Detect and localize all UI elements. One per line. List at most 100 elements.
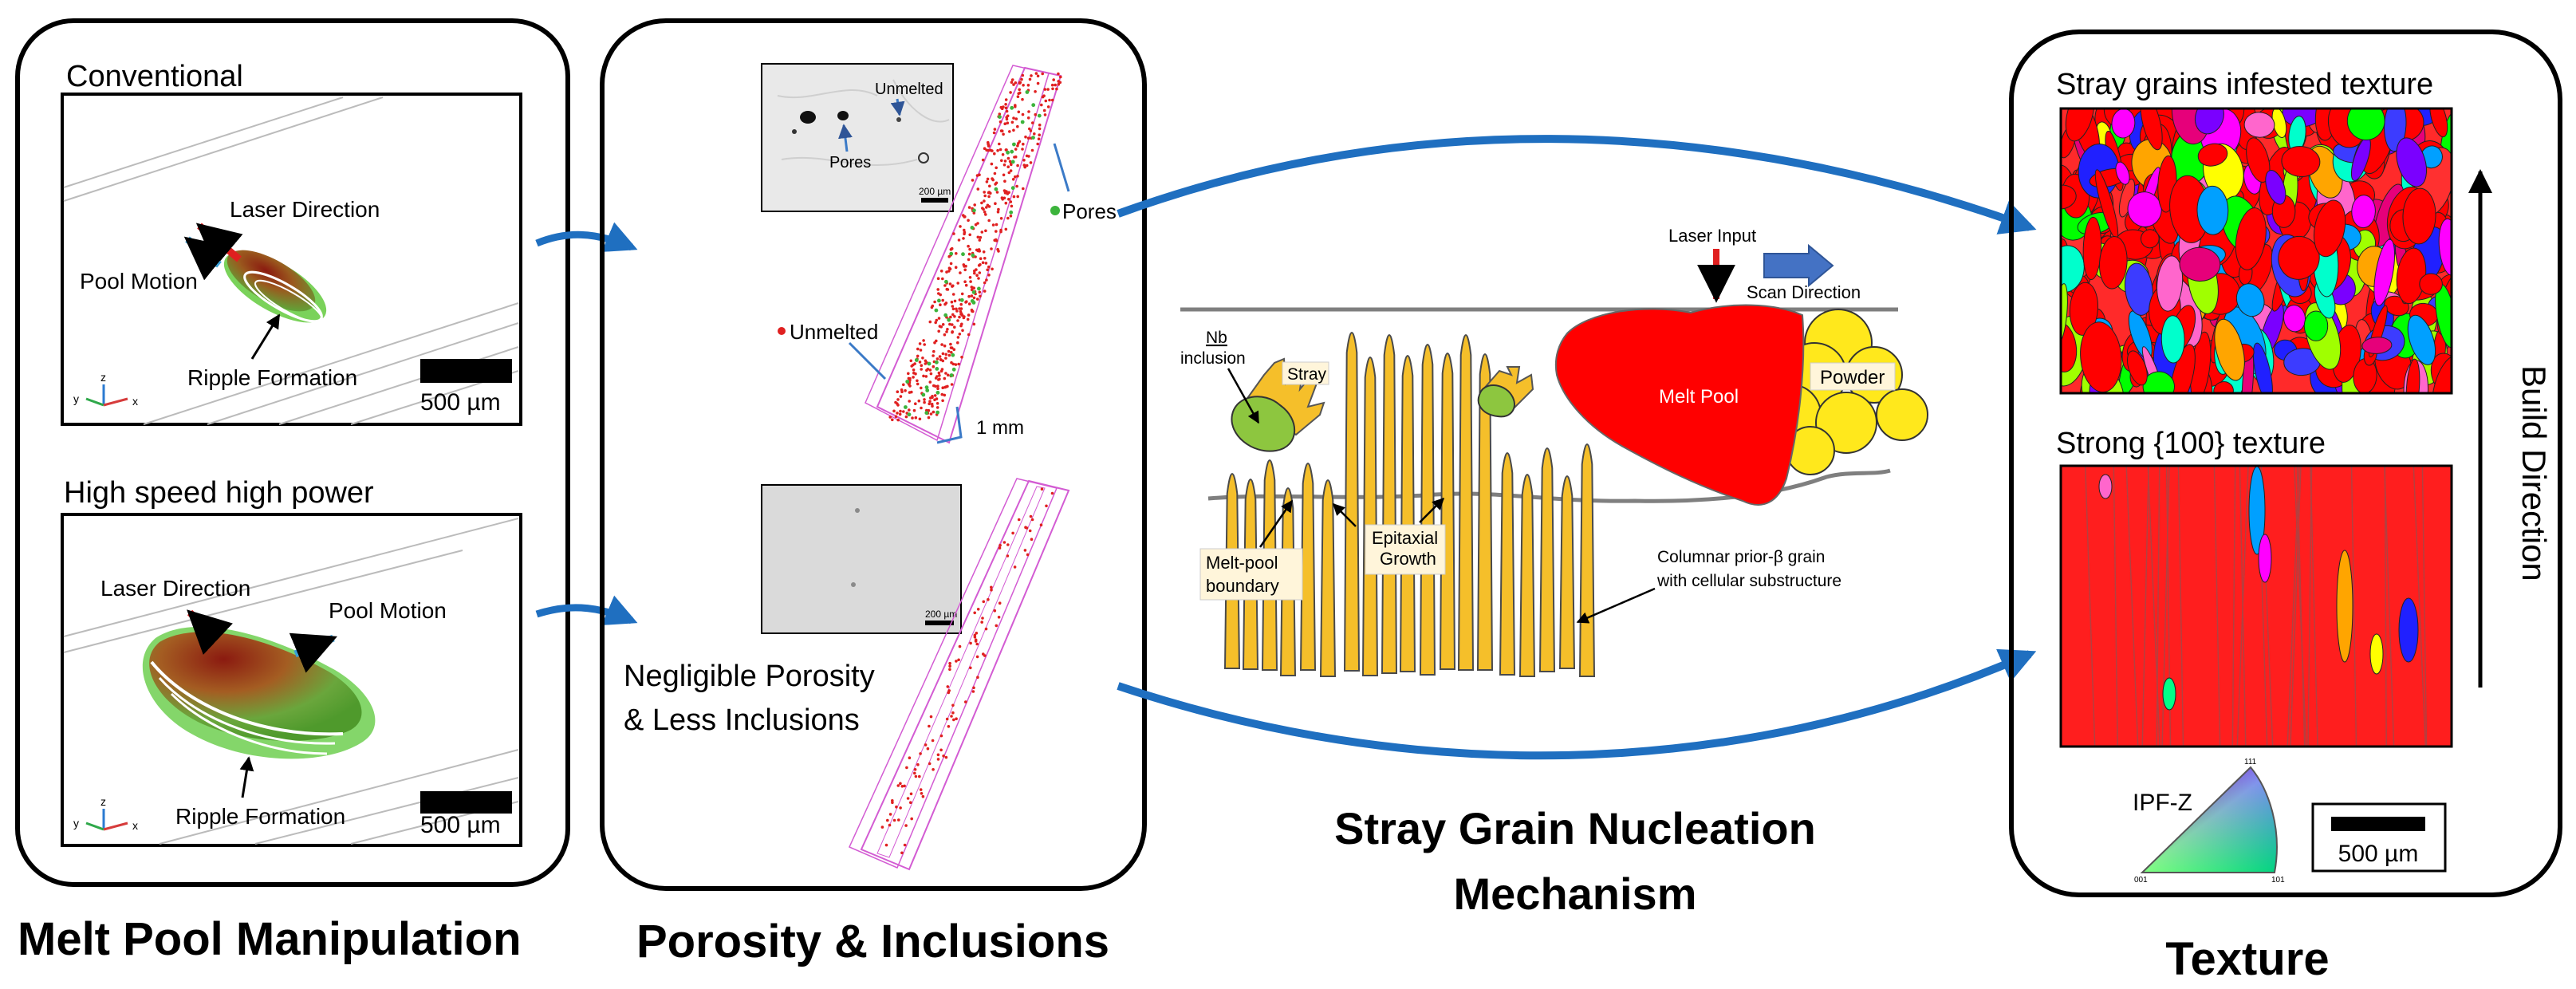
epitaxial-label-line1: Epitaxial — [1372, 528, 1438, 548]
inclusion-dot — [1029, 129, 1033, 132]
inclusion-dot — [968, 276, 972, 279]
ripple-label-bottom: Ripple Formation — [175, 804, 345, 829]
columnar-grain — [1476, 353, 1494, 671]
inclusion-dot — [995, 230, 998, 233]
inclusion-dot — [1017, 142, 1020, 145]
inclusion-dot — [941, 323, 945, 326]
inclusion-dot — [997, 250, 1000, 253]
inclusion-dot — [1022, 142, 1025, 146]
inclusion-dot — [956, 319, 959, 322]
inclusion-dot — [990, 162, 994, 166]
inclusion-dot — [941, 277, 944, 281]
inclusion-dot — [975, 174, 979, 177]
inclusion-dot — [903, 843, 907, 847]
inclusion-dot — [974, 638, 978, 642]
inclusion-dot — [886, 818, 889, 822]
inclusion-dot — [1006, 165, 1010, 168]
inclusion-dot — [936, 387, 939, 391]
inclusion-dot — [1007, 171, 1011, 175]
inclusion-dot — [907, 372, 910, 376]
inclusion-dot — [927, 408, 931, 412]
inclusion-dot — [1038, 127, 1042, 131]
inclusion-dot — [920, 368, 923, 371]
inclusion-dot — [1023, 165, 1026, 169]
inclusion-dot — [929, 715, 933, 719]
inclusion-dot — [984, 627, 988, 631]
inclusion-dot — [891, 799, 894, 802]
inclusion-dot — [1034, 112, 1038, 116]
inclusion-dot — [1030, 518, 1034, 522]
inclusion-dot — [925, 388, 930, 392]
inclusion-dot — [1052, 78, 1055, 81]
inclusion-dot — [957, 658, 960, 662]
inclusion-dot — [1051, 87, 1054, 91]
inclusion-dot — [1025, 154, 1029, 158]
inclusion-dot — [928, 724, 931, 728]
inclusion-dot — [944, 357, 947, 360]
inclusion-dot — [972, 211, 976, 215]
nb-inclusion-stray — [1231, 357, 1325, 452]
ebsd-map-strong — [2061, 466, 2452, 747]
inclusion-dot — [972, 322, 976, 326]
grain-patch — [2351, 195, 2376, 229]
inclusion-dot — [1040, 487, 1044, 491]
inclusion-dot — [936, 277, 940, 281]
grain-patch — [2419, 273, 2443, 295]
inclusion-dot — [952, 348, 956, 352]
inclusion-dot — [905, 766, 908, 770]
inclusion-dot — [1010, 149, 1014, 154]
inclusion-dot — [992, 131, 996, 135]
inclusion-dot — [1009, 91, 1012, 94]
inclusion-dot — [912, 368, 916, 372]
inclusion-dot — [995, 223, 998, 227]
inclusion-dot — [1012, 83, 1015, 86]
inclusion-dot — [910, 364, 913, 368]
inclusion-dot — [967, 244, 970, 248]
inclusion-dot — [996, 148, 999, 152]
columnar-grain — [1439, 353, 1456, 670]
grain-patch — [2160, 315, 2185, 364]
inclusion-dot — [1022, 159, 1026, 162]
pool-motion-label-bottom: Pool Motion — [329, 598, 447, 623]
inclusion-dot — [995, 166, 998, 170]
inclusion-dot — [1009, 210, 1014, 215]
inclusion-dot — [1010, 78, 1014, 81]
inclusion-dot — [976, 187, 980, 191]
inclusion-dot — [1012, 128, 1015, 132]
inclusion-dot — [950, 246, 954, 250]
inclusion-dot — [1012, 142, 1016, 147]
inclusion-dot — [909, 801, 912, 804]
inclusion-dot — [1014, 117, 1018, 120]
unmelted-legend: Unmelted — [790, 320, 878, 344]
grain-boundary — [2141, 466, 2149, 747]
inclusion-dot — [918, 342, 922, 345]
inclusion-dot — [1006, 216, 1010, 220]
inclusion-dot — [1000, 196, 1004, 199]
grain-patch — [2142, 371, 2175, 393]
inclusion-dot — [1021, 73, 1025, 77]
grain-patch — [2127, 350, 2148, 386]
inclusion-dot — [953, 299, 957, 303]
columnar-grain — [1558, 475, 1576, 669]
inclusion-dot — [949, 342, 952, 346]
inclusion-dot — [896, 784, 900, 787]
inclusion-dot — [997, 207, 1000, 211]
inclusion-dot — [984, 262, 988, 265]
inclusion-dot — [986, 177, 990, 181]
columnar-label-line1: Columnar prior-β grain — [1657, 548, 1825, 566]
columnar-grain — [1319, 479, 1337, 677]
inclusion-dot — [1017, 110, 1021, 114]
inclusion-dot — [982, 600, 986, 604]
inclusion-dot — [971, 309, 975, 313]
columnar-grain — [1343, 332, 1361, 672]
inclusion-dot — [955, 309, 959, 313]
inclusion-dot — [1010, 160, 1015, 164]
inclusion-dot — [1017, 92, 1020, 96]
inclusion-dot — [959, 313, 963, 316]
inclusion-dot — [1005, 109, 1009, 113]
inclusion-dot — [971, 179, 975, 182]
inclusion-dot — [1026, 136, 1030, 140]
columnar-grain — [1538, 447, 1556, 672]
inclusion-dot — [967, 294, 971, 298]
inclusion-dot — [956, 341, 959, 345]
